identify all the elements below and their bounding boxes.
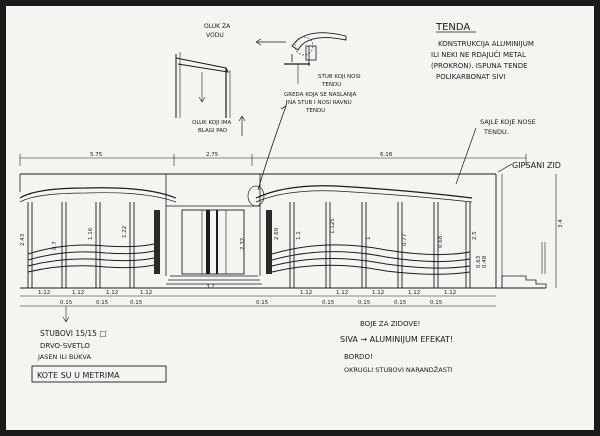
vertical-dimensions: 2.43 0.7 1.16 1.22 2.32 2.69 1.1 1.125 1…: [20, 174, 564, 288]
note-oluk-pad: OLUK KOJI IMA: [192, 120, 231, 126]
dim-vertical: 0.77: [402, 233, 408, 246]
dim-bay: 1.12: [408, 290, 420, 296]
note-boje: SIVA → ALUMINIJUM EFEKAT!: [340, 335, 453, 344]
dim-vertical: 1: [366, 237, 372, 241]
note-stub: TENDU: [321, 82, 341, 88]
tenda-description: KONSTRUKCIJA ALUMINIJUM ILI NEKI NE RDAJ…: [431, 40, 534, 81]
dim-bay: 1.12: [72, 290, 84, 296]
desc-line: POLIKARBONAT SIVI: [436, 73, 505, 81]
dim-vertical: 2.5: [472, 231, 478, 240]
note-oluk-pad: BLAGI PAD: [198, 128, 227, 134]
bottom-left-notes: STUBOVI 15/15 □ DRVO-SVETLO JASEN ILI BU…: [31, 329, 167, 383]
detail-pointer-arrow: [257, 99, 288, 191]
note-gipsani: GIPSANI ZID: [512, 161, 561, 170]
dim-bay: 1.12: [140, 290, 152, 296]
dim-door-width: 3.2: [206, 284, 215, 290]
note-greda: GREDA KOJA SE NASLANJA: [284, 92, 357, 98]
note-boje: BORDO!: [344, 353, 373, 361]
dim-vertical: 0.48: [482, 255, 488, 268]
note-greda: TENDU: [305, 108, 325, 114]
dim-top: 5.75: [90, 152, 103, 158]
note-sajle: SAJLE KOJE NOSE: [480, 118, 536, 126]
gipsani-leader: [497, 163, 513, 173]
dim-vertical: 2.69: [274, 227, 280, 240]
dim-bay: 1.12: [336, 290, 348, 296]
dim-post: 0.15: [60, 300, 73, 306]
top-dimension-line: 5.75 2.75 6.18: [19, 152, 527, 166]
railings: [27, 243, 471, 275]
dim-vertical: 0.7: [52, 241, 58, 250]
note-sajle: TENDU.: [483, 128, 509, 136]
dim-bay: 1.12: [38, 290, 50, 296]
note-stubovi: DRVO-SVETLO: [40, 342, 90, 350]
facade-elevation: [19, 173, 547, 289]
dim-vertical: 2.32: [240, 238, 246, 250]
drawing-sheet: TENDA KONSTRUKCIJA ALUMINIJUM ILI NEKI N…: [6, 6, 594, 430]
facade-drawing: TENDA KONSTRUKCIJA ALUMINIJUM ILI NEKI N…: [19, 22, 564, 383]
bottom-dimension-lines: 1.12 1.12 1.12 1.12 3.2 1.12 1.12 1.12 1…: [20, 284, 496, 323]
dim-vertical: 1.22: [122, 226, 128, 238]
title-tenda: TENDA: [435, 22, 470, 33]
dim-bay: 1.12: [444, 290, 456, 296]
dim-vertical: 1.125: [330, 218, 336, 234]
dim-vertical: 2.43: [20, 233, 26, 246]
color-notes: BOJE ZA ZIDOVE! SIVA → ALUMINIJUM EFEKAT…: [340, 320, 453, 374]
sajle-leader: [455, 127, 477, 185]
note-oluk-voda: OLUK ZA: [204, 23, 231, 30]
posts: [27, 202, 471, 288]
dim-top: 6.18: [380, 152, 393, 158]
desc-line: (PROKRON). ISPUNA TENDE: [431, 62, 528, 70]
note-stubovi: JASEN ILI BUKVA: [37, 353, 91, 361]
note-stubovi: STUBOVI 15/15 □: [40, 329, 106, 338]
dim-post: 0.15: [96, 300, 109, 306]
dim-post: 0.15: [394, 300, 407, 306]
dim-vertical: 1.1: [296, 231, 302, 240]
dim-bay: 1.12: [300, 290, 312, 296]
desc-line: KONSTRUKCIJA ALUMINIJUM: [438, 40, 534, 48]
note-stub: STUB KOJI NOSI: [318, 74, 361, 80]
desc-line: ILI NEKI NE RDAJUĆI METAL: [431, 50, 526, 59]
dim-top: 2.75: [206, 152, 219, 158]
dim-bay: 1.12: [106, 290, 118, 296]
dim-vertical: 0.63: [476, 255, 482, 268]
note-kote: KOTE SU U METRIMA: [37, 371, 120, 380]
dim-vertical: 3.4: [558, 219, 564, 228]
dim-vertical: 1.16: [88, 227, 94, 240]
gutter-detail-sketch: OLUK ZA VODU STUB KOJI NOSI TENDU GREDA …: [175, 23, 361, 136]
dim-post: 0.15: [256, 300, 269, 306]
dim-bay: 1.12: [372, 290, 384, 296]
dim-post: 0.15: [322, 300, 335, 306]
note-greda: NA STUB I NOSI RAVNU: [288, 100, 352, 106]
note-boje: OKRUGLI STUBOVI NARANDŽASTI: [344, 365, 453, 374]
dim-post: 0.15: [130, 300, 143, 306]
note-boje: BOJE ZA ZIDOVE!: [360, 320, 420, 328]
dim-post: 0.15: [358, 300, 371, 306]
dim-vertical: 0.68: [438, 235, 444, 248]
note-oluk-voda: VODU: [206, 32, 224, 39]
dim-post: 0.15: [430, 300, 443, 306]
kote-box: [31, 365, 167, 383]
